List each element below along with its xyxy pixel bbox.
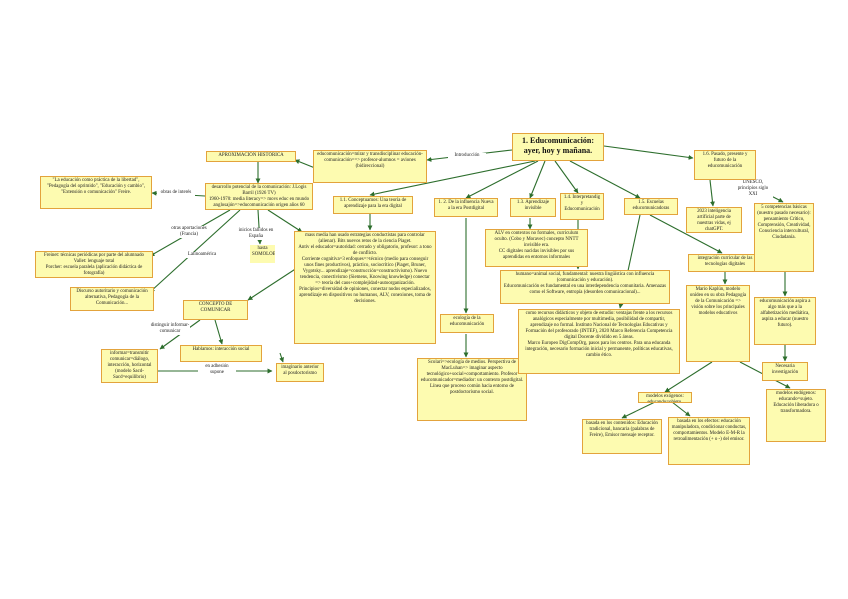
node-freinet: Freinet: técnicas periódicas por parte d… — [35, 251, 153, 278]
node-educomunicacion-fin: educomunicación aspira a algo más que a … — [754, 297, 816, 345]
node-inteligencia-artificial: 2023 inteligencia artificial parte de nu… — [686, 207, 742, 233]
node-hablamos-interaccion: Hablamos: interacción social — [180, 345, 262, 362]
node-alv: ALV en contextos no formales, curriculum… — [485, 229, 588, 267]
node-educomunicacion-definicion: educomunicación=mirar y transdisciplinar… — [313, 150, 427, 183]
label-obras: obras de interés — [157, 190, 195, 196]
node-recursos: como recursos didácticos y objeto de est… — [518, 309, 680, 374]
node-educacion-critica: "La educación como práctica de la libert… — [40, 176, 152, 209]
node-humano: humano=animal social, fundamental: nuest… — [500, 270, 670, 304]
label-adhesion: en adhesión supone — [198, 364, 236, 376]
node-conceptuamos: 1.1. Conceptuamos: Una teoría de aprendi… — [333, 196, 413, 214]
node-modelos-endogenos: modelos endógenos: educando=sujeto. Educ… — [766, 389, 826, 442]
node-contenidos: basada en los contenidos: Educación trad… — [582, 419, 662, 454]
node-aproximacion-historica: APROXIMACIÓN HISTÓRICA — [206, 151, 296, 162]
node-imaginario: imaginario anterior al posdoctorismo — [276, 363, 324, 382]
node-integracion: integración curricular de las tecnología… — [688, 254, 762, 272]
label-latinoamerica: Latinoamérica — [182, 252, 222, 258]
node-interpretandig: 1.4. Interpretandig y Educomunicación — [560, 193, 604, 220]
label-otras: otras aportaciones (Francia) — [170, 226, 208, 238]
node-concepto-comunicar: CONCEPTO DE COMUNICAR — [183, 300, 248, 320]
node-transmedia: mass media han usado estrategias conduct… — [294, 231, 436, 344]
node-ecologia: ecología de la educomunicación — [440, 314, 494, 333]
node-kaplun-discurso: Discurso autoritario y comunicación alte… — [70, 287, 154, 311]
node-aprendizaje-invisible: 1.3. Aprendizaje invisible — [510, 198, 556, 217]
node-modelos-exogenos: modelos exógenos: educando=objeto. — [638, 392, 692, 403]
node-pasado-presente: 1.6. Pasado, presente y futuro de la edu… — [694, 150, 756, 180]
node-kaplun-modelos: Mario Kaplún, modelo onídeo en su obra P… — [686, 285, 750, 362]
node-scolari: Scolari=>ecología de medios. Perspectiva… — [417, 358, 527, 421]
node-competencias: 5 competencias básicas (nuestro pasado n… — [754, 203, 814, 272]
node-espana: hasta SOMOLOE — [250, 245, 275, 263]
node-informar-comunicar: informar=transmitir comunicar=diálogo, i… — [101, 349, 158, 383]
label-unesco: UNESCO, principios siglo XXI — [733, 180, 773, 198]
label-distinguir: distinguir informar-comunicar — [150, 323, 190, 335]
node-influencia: 1. 2. De la influencia Nueva a la era Po… — [434, 198, 498, 217]
node-escuelas: 1.5. Escuelas educomunicadoras — [624, 198, 678, 215]
node-necesaria-investigacion: Necesaria investigación — [762, 362, 808, 381]
label-inicios: inicios fallidos en España — [237, 228, 275, 240]
label-introduccion: Introducción — [448, 153, 486, 159]
node-historia: desarrollo potencial de la comunicación:… — [205, 183, 313, 210]
main-title-node: 1. Educomunicación: ayer, hoy y mañana. — [512, 133, 604, 161]
node-efectos: basada en los efectos: educación manipul… — [668, 417, 750, 465]
